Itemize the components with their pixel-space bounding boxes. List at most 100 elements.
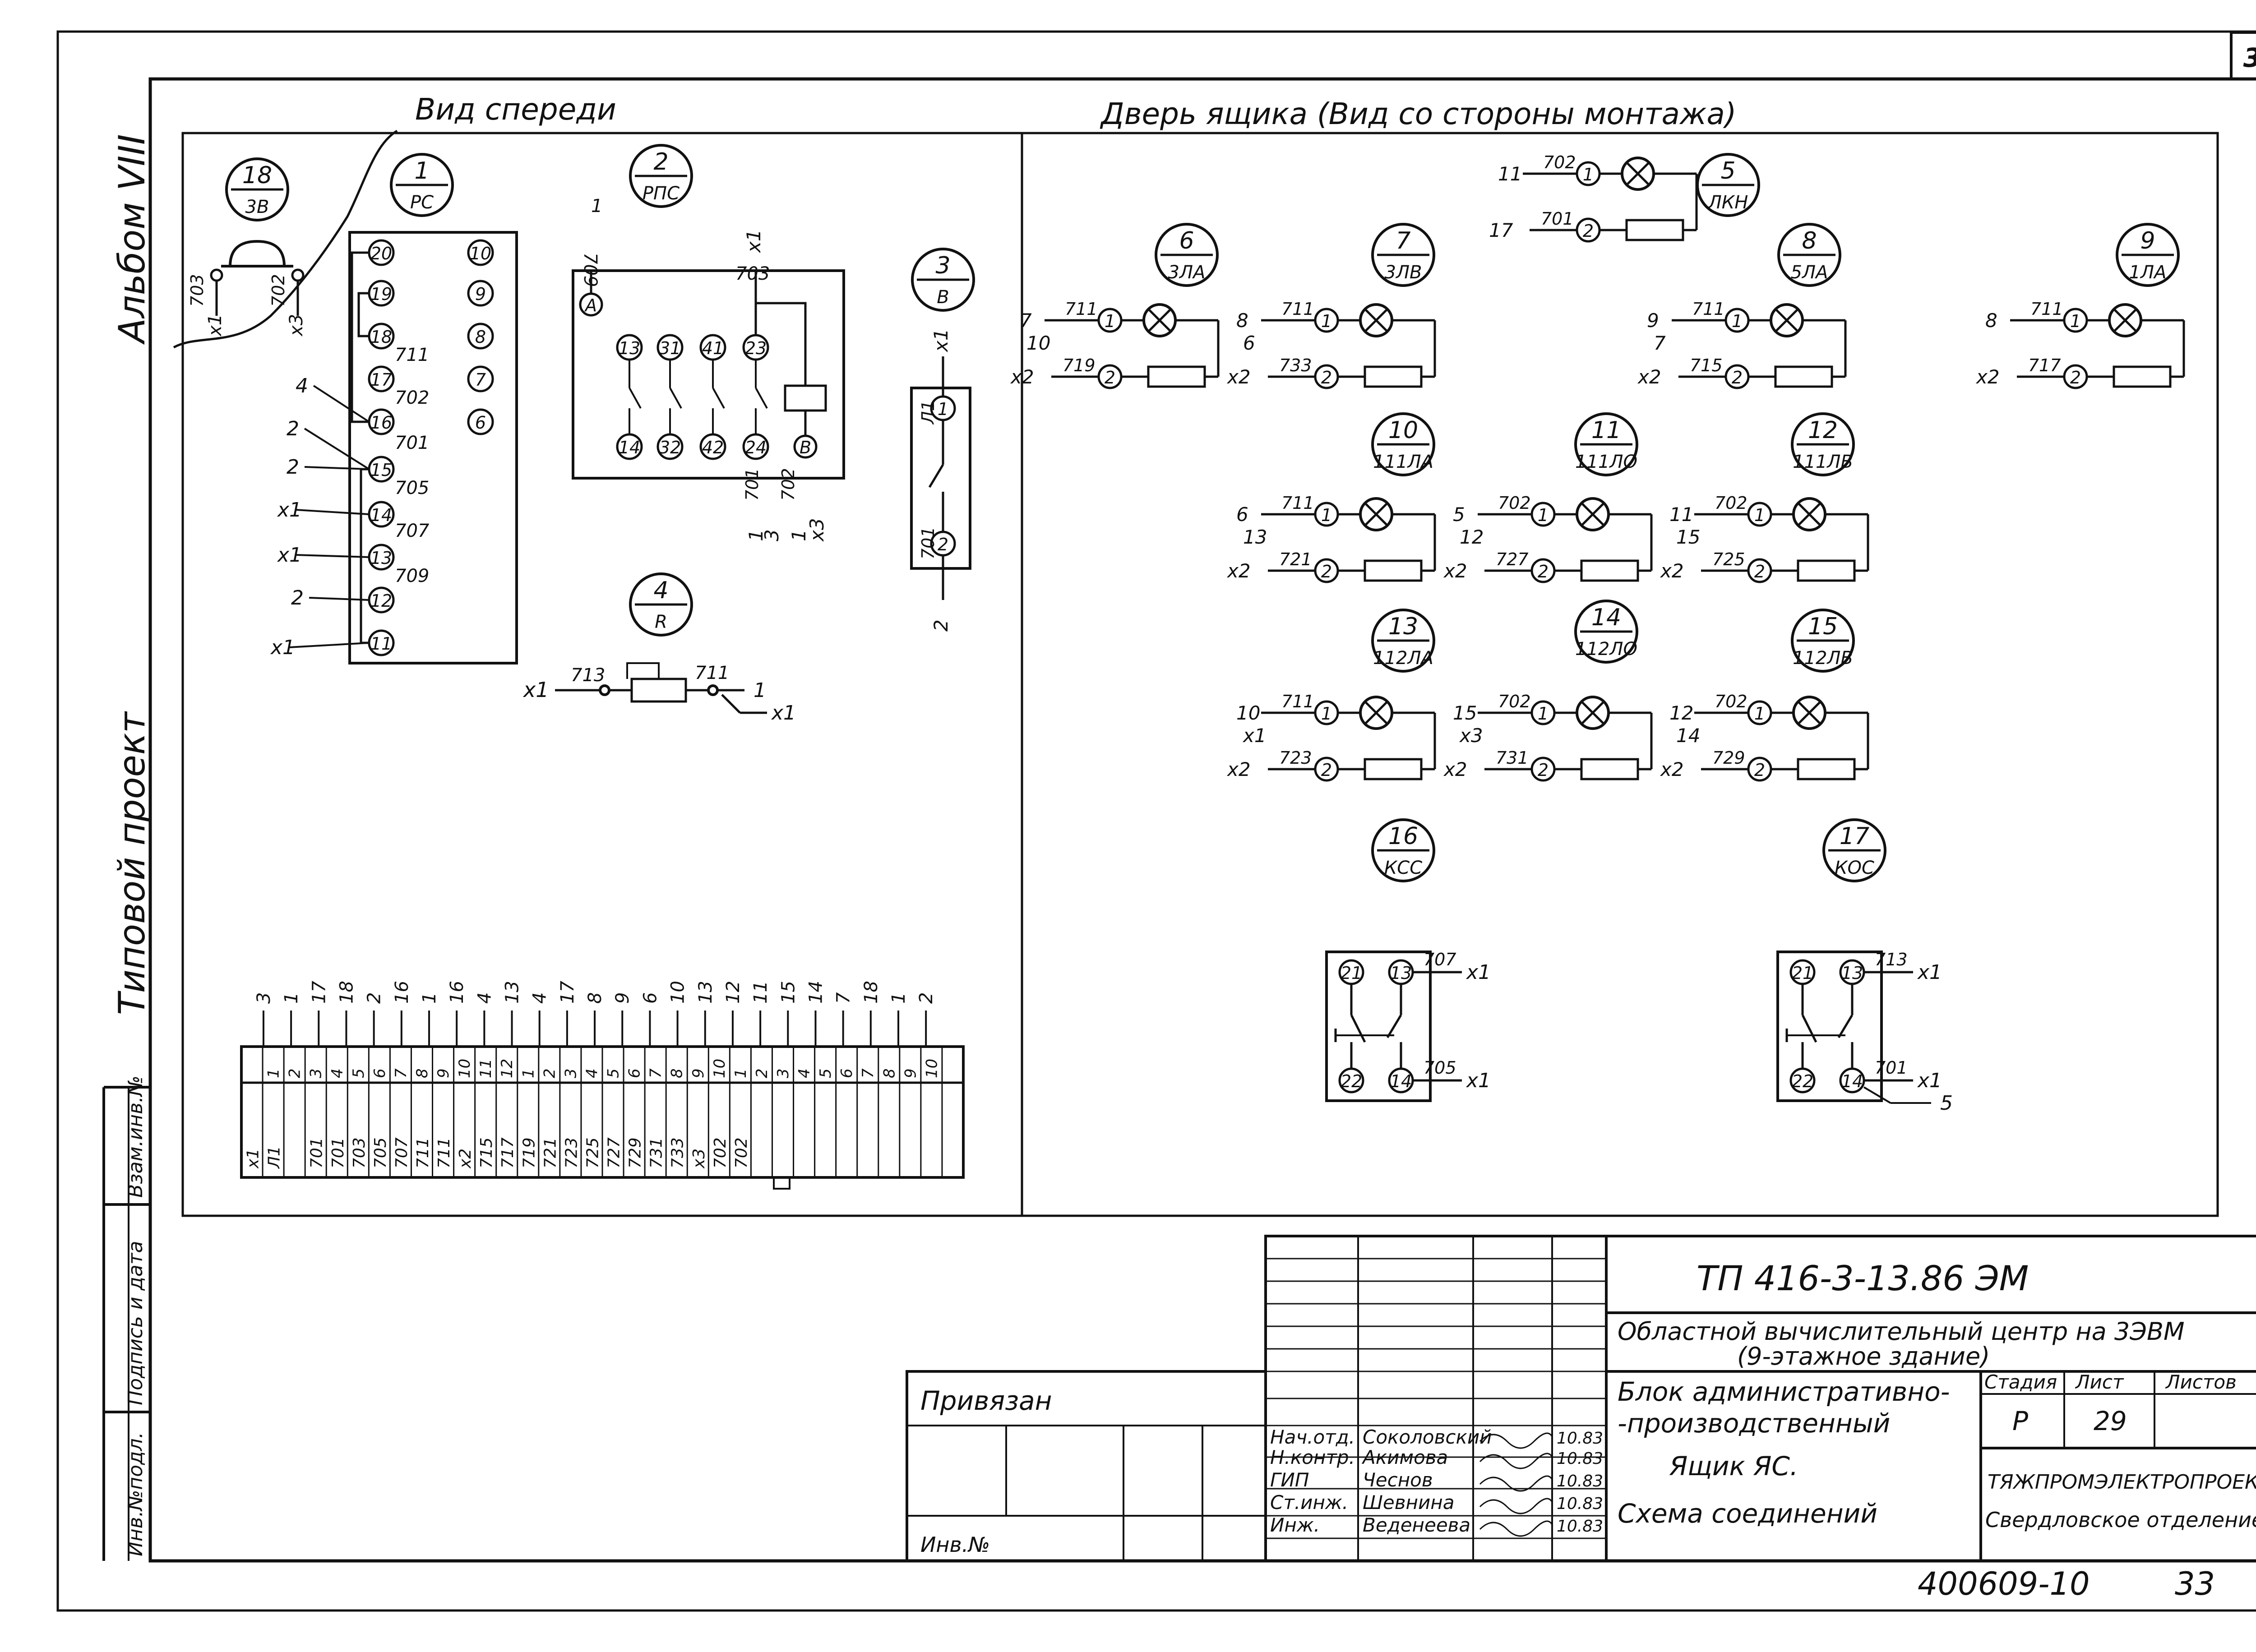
terminal-number: 11: [477, 1059, 495, 1078]
pin-label: 13: [1841, 963, 1863, 983]
dest-9: 9: [1647, 309, 1659, 332]
pin-label: 24: [745, 438, 767, 457]
device-number: 8: [1802, 227, 1817, 254]
terminal-dot: [707, 684, 719, 696]
wire-711: 711: [695, 663, 729, 683]
pin-label: 1: [1583, 165, 1594, 185]
terminal-number: 4: [328, 1068, 347, 1078]
pin-label: 9: [475, 284, 486, 304]
side-label-album: Альбом VIII: [111, 134, 153, 345]
dest-8: 8: [1236, 309, 1248, 332]
terminal-number: 6: [371, 1068, 389, 1078]
sheet-number: 32: [2243, 42, 2256, 73]
wire-713: 713: [571, 665, 605, 686]
stamp-role: Ст.инж.: [1270, 1491, 1348, 1514]
dest-x2: x2: [1226, 758, 1251, 780]
wire-711: 711: [2030, 299, 2063, 319]
stamp-name: Веденеева: [1363, 1514, 1470, 1536]
wire-711: 711: [395, 345, 429, 365]
dest-x2: x2: [1010, 366, 1034, 388]
resistor-icon: [1797, 758, 1856, 780]
terminal-wire: 721: [541, 1137, 559, 1168]
dest-x2: x2: [1226, 560, 1251, 582]
device-code: 111ЛВ: [1793, 452, 1853, 472]
device-number: 17: [1840, 823, 1869, 850]
terminal-dest: 15: [778, 981, 799, 1004]
device-code: 3ЛВ: [1385, 262, 1422, 283]
terminal-dest: 16: [392, 981, 412, 1004]
terminal-number: 5: [350, 1068, 368, 1078]
jumper: [351, 251, 369, 423]
wire-713: 713: [1875, 950, 1908, 969]
terminal-wire: 733: [669, 1137, 687, 1168]
device-badge-circle: [1371, 412, 1435, 476]
wire-711: 711: [1281, 299, 1314, 319]
terminal-wire: 715: [477, 1137, 496, 1168]
button-body: [1776, 951, 1883, 1102]
terminal-dest: 17: [557, 981, 578, 1004]
device-code: В: [937, 287, 949, 308]
device-number: 7: [1396, 227, 1410, 254]
terminal-dot: [599, 684, 610, 696]
wire-709: 709: [395, 566, 429, 586]
dest-5: 5: [1453, 503, 1465, 526]
terminal-dest: 1: [419, 992, 440, 1004]
coil-icon: [784, 384, 827, 412]
device-badge-circle: [1371, 223, 1435, 287]
stamp-role: ГИП: [1270, 1469, 1309, 1491]
wire-702: 702: [1498, 692, 1531, 711]
wire-711: 711: [1281, 692, 1314, 711]
stamp-date: 10.83: [1557, 1449, 1603, 1468]
wire: [1350, 1014, 1366, 1043]
pin-label: 13: [619, 338, 640, 358]
signature-icon: [1479, 1453, 1553, 1469]
wire: [1837, 1014, 1854, 1038]
terminal-number: 5: [817, 1068, 835, 1078]
terminal-dest: 1: [281, 992, 302, 1004]
pin-label: 1: [1105, 311, 1115, 331]
wire: [1863, 1086, 1891, 1104]
switch-knob-icon: [229, 240, 286, 267]
pin-label: 20: [370, 244, 392, 263]
wire-721: 721: [1279, 549, 1312, 569]
wire-723: 723: [1279, 748, 1312, 768]
device-badge-3: 3В: [911, 248, 975, 312]
terminal-dot: [291, 268, 305, 282]
pin-label: 22: [1792, 1071, 1813, 1091]
wire-707: 707: [395, 521, 430, 541]
dest-6: 6: [1236, 503, 1248, 526]
wire: [1364, 701, 1388, 725]
wire-701: 701: [742, 468, 762, 501]
signature-icon: [1479, 1498, 1553, 1514]
wire-702: 702: [268, 274, 288, 307]
dest-8: 8: [1985, 309, 1997, 332]
dest-4: 4: [296, 374, 308, 397]
stamp-role: Инж.: [1270, 1514, 1320, 1536]
wire: [1386, 1014, 1402, 1038]
device-number: 14: [1591, 604, 1621, 631]
terminal-wire: Л1: [265, 1146, 284, 1169]
terminal-wire: 711: [435, 1137, 453, 1168]
wire-733: 733: [1279, 355, 1312, 375]
device-code: КОС: [1835, 858, 1874, 878]
device-badge-1: 1РС: [390, 153, 454, 217]
resistor-icon: [630, 678, 687, 703]
terminal-number: 5: [605, 1068, 623, 1078]
wire-702: 702: [778, 468, 798, 501]
resistor-icon: [1364, 365, 1423, 388]
terminal-number: 10: [711, 1059, 729, 1078]
terminal-number: 10: [456, 1059, 474, 1078]
wire: [1775, 308, 1799, 332]
device-badge-circle: [1155, 223, 1219, 287]
dest-x3: x3: [286, 314, 307, 337]
wire-1: 1: [591, 196, 602, 217]
object-line-2: (9-этажное здание): [1737, 1342, 1990, 1371]
dest-2: 2: [287, 417, 299, 440]
break-line: [173, 129, 398, 349]
stage-value: Р: [2012, 1406, 2028, 1436]
